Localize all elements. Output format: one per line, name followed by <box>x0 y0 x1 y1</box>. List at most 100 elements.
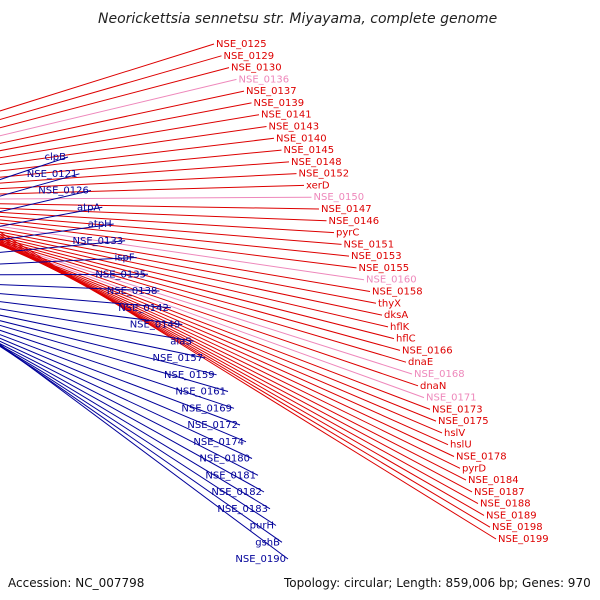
gene-label[interactable]: NSE_0140 <box>276 133 327 144</box>
gene-label[interactable]: NSE_0121 <box>27 169 78 180</box>
gene-label[interactable]: NSE_0187 <box>474 487 525 498</box>
gene-label[interactable]: NSE_0160 <box>366 275 417 286</box>
gene-label[interactable]: hslV <box>444 428 465 439</box>
gene-label[interactable]: NSE_0157 <box>152 353 203 364</box>
gene-label[interactable]: NSE_0139 <box>254 98 305 109</box>
gene-label[interactable]: hflK <box>390 322 410 333</box>
gene-label[interactable]: NSE_0149 <box>130 320 181 331</box>
gene-label[interactable]: hflC <box>396 334 416 345</box>
gene-label[interactable]: clpB <box>45 152 67 163</box>
accession-text: Accession: NC_007798 <box>8 576 144 590</box>
leader-line <box>0 228 371 292</box>
gene-label[interactable]: NSE_0159 <box>164 370 215 381</box>
gene-label[interactable]: pyrD <box>462 463 486 474</box>
leader-line <box>0 67 230 129</box>
gene-label[interactable]: NSE_0188 <box>480 499 531 510</box>
leader-line <box>0 242 413 375</box>
gene-label[interactable]: NSE_0171 <box>426 393 477 404</box>
gene-label[interactable]: NSE_0189 <box>486 510 537 521</box>
gene-label[interactable]: NSE_0125 <box>216 39 267 50</box>
gene-label[interactable]: alaS <box>170 336 191 347</box>
gene-label[interactable]: NSE_0148 <box>291 157 342 168</box>
gene-label[interactable]: NSE_0130 <box>231 63 282 74</box>
gene-label[interactable]: NSE_0129 <box>224 51 275 62</box>
leader-line <box>0 231 377 304</box>
gene-label[interactable]: NSE_0166 <box>402 345 453 356</box>
gene-label[interactable]: dksA <box>384 310 408 321</box>
gene-label[interactable]: NSE_0168 <box>414 369 465 380</box>
leader-line <box>0 233 383 316</box>
gene-label[interactable]: NSE_0150 <box>314 192 365 203</box>
label-layer: NSE_0125NSE_0129NSE_0130NSE_0136NSE_0137… <box>27 39 549 565</box>
leader-line <box>0 273 149 276</box>
gene-label[interactable]: NSE_0137 <box>246 86 297 97</box>
leader-line <box>0 207 327 222</box>
leader-line <box>0 257 137 265</box>
leader-line <box>0 219 350 257</box>
gene-label[interactable]: dnaN <box>420 381 446 392</box>
gene-label[interactable]: NSE_0126 <box>38 186 89 197</box>
page-title: Neorickettsia sennetsu str. Miyayama, co… <box>98 11 497 27</box>
leader-line <box>0 345 277 526</box>
gene-label[interactable]: xerD <box>306 180 330 191</box>
leader-line <box>0 225 365 281</box>
gene-label[interactable]: NSE_0178 <box>456 452 507 463</box>
topology-text: Topology: circular; Length: 859,006 bp; … <box>283 576 591 590</box>
gene-label[interactable]: ispF <box>115 253 135 264</box>
leader-line <box>0 196 312 200</box>
gene-label[interactable]: NSE_0147 <box>321 204 372 215</box>
leader-line <box>0 314 206 359</box>
gene-label[interactable]: NSE_0135 <box>95 269 146 280</box>
leader-line <box>0 231 497 540</box>
gene-label[interactable]: atpA <box>77 202 100 213</box>
gene-label[interactable]: dnaE <box>408 357 433 368</box>
gene-label[interactable]: NSE_0174 <box>193 437 244 448</box>
leader-line <box>0 308 194 342</box>
gene-label[interactable]: NSE_0183 <box>217 504 268 515</box>
leader-line <box>0 238 395 340</box>
gene-label[interactable]: NSE_0161 <box>175 387 226 398</box>
gene-label[interactable]: NSE_0138 <box>107 286 158 297</box>
gene-label[interactable]: NSE_0199 <box>498 534 549 545</box>
gene-label[interactable]: NSE_0169 <box>181 403 232 414</box>
leader-line <box>0 161 290 184</box>
leader-line <box>0 102 252 152</box>
gene-label[interactable]: atpH <box>88 219 112 230</box>
gene-label[interactable]: thyX <box>378 298 401 309</box>
gene-label[interactable]: NSE_0181 <box>205 470 256 481</box>
leader-line <box>0 241 407 363</box>
gene-label[interactable]: NSE_0175 <box>438 416 489 427</box>
gene-label[interactable]: NSE_0133 <box>72 236 123 247</box>
gene-label[interactable]: NSE_0142 <box>118 303 169 314</box>
gene-label[interactable]: NSE_0151 <box>344 239 395 250</box>
gene-label[interactable]: gshB <box>255 537 280 548</box>
gene-label[interactable]: NSE_0173 <box>432 404 483 415</box>
gene-label[interactable]: NSE_0184 <box>468 475 519 486</box>
leader-line <box>0 149 282 178</box>
gene-label[interactable]: NSE_0136 <box>239 74 290 85</box>
gene-label[interactable]: hslU <box>450 440 472 451</box>
gene-label[interactable]: NSE_0198 <box>492 522 543 533</box>
gene-label[interactable]: NSE_0141 <box>261 110 312 121</box>
leader-line <box>0 43 215 112</box>
leader-line <box>0 78 237 137</box>
leader-line <box>0 239 401 351</box>
gene-label[interactable]: purH <box>250 521 274 532</box>
leader-line <box>0 236 389 328</box>
gene-label[interactable]: NSE_0172 <box>187 420 238 431</box>
leader-line <box>0 345 271 510</box>
gene-label[interactable]: NSE_0152 <box>299 169 350 180</box>
gene-label[interactable]: NSE_0190 <box>235 554 286 565</box>
gene-label[interactable]: NSE_0182 <box>211 487 262 498</box>
gene-label[interactable]: NSE_0180 <box>199 454 250 465</box>
gene-label[interactable]: NSE_0158 <box>372 287 423 298</box>
gene-label[interactable]: NSE_0145 <box>284 145 335 156</box>
gene-label[interactable]: NSE_0143 <box>269 122 320 133</box>
gene-label[interactable]: NSE_0146 <box>329 216 380 227</box>
gene-label[interactable]: NSE_0155 <box>359 263 410 274</box>
leader-line <box>0 340 253 459</box>
gene-label[interactable]: NSE_0153 <box>351 251 402 262</box>
leader-line <box>0 55 222 121</box>
gene-label[interactable]: pyrC <box>336 228 359 239</box>
